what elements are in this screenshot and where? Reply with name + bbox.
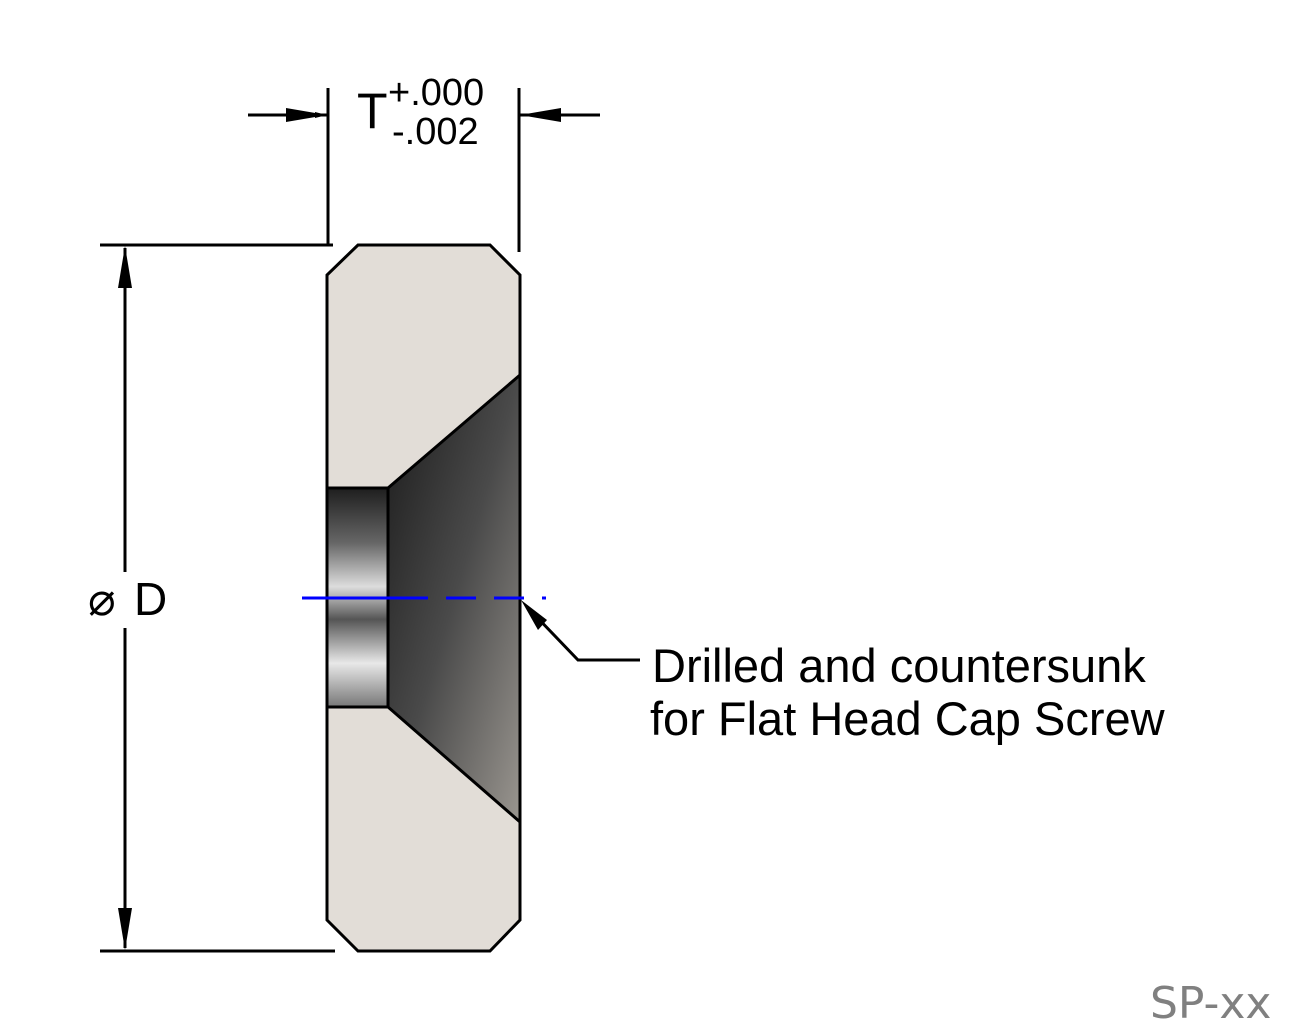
- thickness-lower-tolerance: -.002: [392, 111, 479, 153]
- thickness-dimension: T +.000 -.002: [248, 72, 600, 252]
- diameter-label: D: [134, 573, 167, 625]
- thickness-symbol: T: [357, 83, 388, 139]
- part-number: SP-xx: [1150, 978, 1271, 1029]
- callout-line-1: Drilled and countersunk: [652, 639, 1146, 692]
- thickness-upper-tolerance: +.000: [388, 72, 484, 114]
- countersink-callout: Drilled and countersunk for Flat Head Ca…: [521, 600, 1166, 745]
- diameter-dimension: ⌀ D: [88, 243, 335, 953]
- diameter-symbol: ⌀: [88, 573, 116, 625]
- callout-line-2: for Flat Head Cap Screw: [650, 692, 1166, 745]
- leader-arrow: [521, 600, 547, 630]
